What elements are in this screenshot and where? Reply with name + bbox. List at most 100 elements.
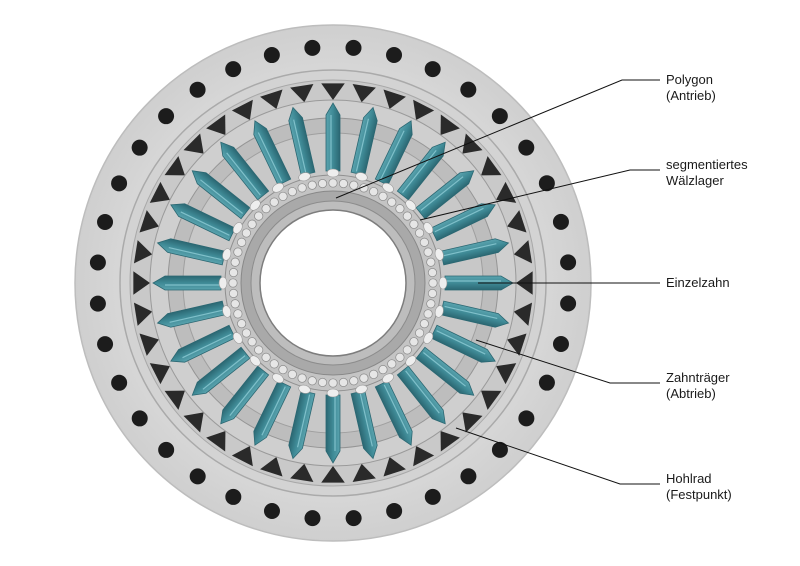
ring-tooth [149, 363, 170, 385]
bearing-segment [382, 373, 394, 384]
single-tooth-highlight [229, 373, 264, 416]
single-tooth-body [325, 394, 341, 464]
bearing-roller [409, 219, 419, 229]
bearing-roller [278, 365, 288, 375]
bearing-roller [426, 299, 436, 309]
ring-tooth [507, 333, 527, 356]
bearing-roller [261, 204, 271, 214]
bearing-roller [228, 278, 238, 288]
bolt-hole [189, 468, 206, 485]
bearing-roller [269, 359, 279, 369]
bearing-roller [297, 373, 307, 383]
bolt-hole [304, 510, 321, 527]
single-tooth-highlight [420, 176, 464, 211]
bearing-roller [415, 228, 425, 238]
ring-tooth [413, 446, 435, 467]
ring-tooth [513, 302, 533, 326]
single-tooth-highlight [443, 243, 497, 257]
bearing-roller [419, 237, 429, 247]
ring-tooth [133, 240, 153, 264]
ring-tooth [260, 457, 283, 477]
bearing-roller [349, 376, 359, 386]
single-tooth [152, 275, 222, 291]
single-tooth-highlight [169, 309, 223, 323]
ring-tooth [149, 181, 170, 203]
single-tooth-body [396, 141, 446, 201]
bolt-hole [225, 488, 242, 505]
bearing-roller [423, 309, 433, 319]
bolt-hole [552, 213, 569, 230]
single-tooth-highlight [261, 386, 286, 436]
bolt-hole [263, 47, 280, 64]
bolt-hole [552, 336, 569, 353]
single-tooth [415, 170, 475, 220]
ring-tooth [231, 446, 253, 467]
bearing-roller [307, 180, 317, 190]
bearing-roller [426, 257, 436, 267]
single-tooth [396, 365, 446, 425]
bolt-hole [345, 510, 362, 527]
bolt-hole [491, 108, 508, 125]
single-tooth [156, 300, 226, 328]
bearing-segment [298, 384, 311, 394]
bearing-roller [423, 247, 433, 257]
ring-tooth [507, 210, 527, 233]
bearing-roller [228, 288, 239, 299]
single-tooth-highlight [380, 130, 405, 180]
bearing-roller [395, 352, 405, 362]
label-tooth: Einzelzahn [666, 275, 730, 291]
single-tooth-body [396, 365, 446, 425]
ring-tooth [413, 99, 435, 120]
ring-tooth [260, 89, 283, 109]
single-tooth [350, 390, 378, 460]
single-tooth [440, 238, 510, 266]
single-tooth-body [374, 380, 413, 446]
single-tooth [220, 365, 270, 425]
single-tooth-highlight [296, 394, 311, 448]
bolt-hole [131, 410, 148, 427]
bearing-segment [382, 182, 394, 193]
single-tooth-body [191, 170, 251, 220]
bearing-roller [233, 309, 243, 319]
bearing-roller [287, 187, 297, 197]
single-tooth [325, 394, 341, 464]
bearing-roller [402, 345, 412, 355]
leader-carrier [475, 339, 660, 384]
bolt-hole [424, 61, 441, 78]
bearing-roller [349, 180, 359, 190]
leader-ring [455, 427, 660, 485]
ring-tooth [462, 133, 483, 154]
bearing-roller [369, 369, 379, 379]
ring-gear-teeth [133, 83, 533, 483]
bolt-hole [158, 108, 175, 125]
ring-tooth [462, 412, 483, 433]
bearing-roller [278, 191, 288, 201]
single-tooth [191, 346, 251, 396]
bolt-hole [158, 441, 175, 458]
single-tooth-highlight [293, 119, 307, 173]
single-tooth-highlight [200, 179, 243, 214]
single-tooth [191, 170, 251, 220]
bearing-roller [317, 377, 328, 388]
bearing-segment [298, 172, 311, 182]
bearing-roller [387, 197, 397, 207]
bolt-hole [263, 502, 280, 519]
ring-tooth [164, 156, 185, 176]
bolt-hole [97, 213, 114, 230]
ring-tooth [352, 83, 376, 103]
bolt-hole [89, 254, 106, 271]
ring-tooth [321, 466, 345, 483]
single-tooth-highlight [423, 352, 466, 387]
bearing-roller [427, 267, 438, 278]
label-bearing: segmentiertes Wälzlager [666, 157, 748, 189]
bolt-hole [304, 39, 321, 56]
bearing-roller [228, 267, 239, 278]
label-bearing-line1: segmentiertes [666, 157, 748, 172]
label-ring: Hohlrad (Festpunkt) [666, 471, 732, 503]
single-tooth-highlight [257, 132, 283, 182]
bearing-roller [378, 365, 388, 375]
bolt-hole [111, 175, 128, 192]
ring-tooth [321, 83, 345, 100]
bearing-roller [230, 257, 240, 267]
